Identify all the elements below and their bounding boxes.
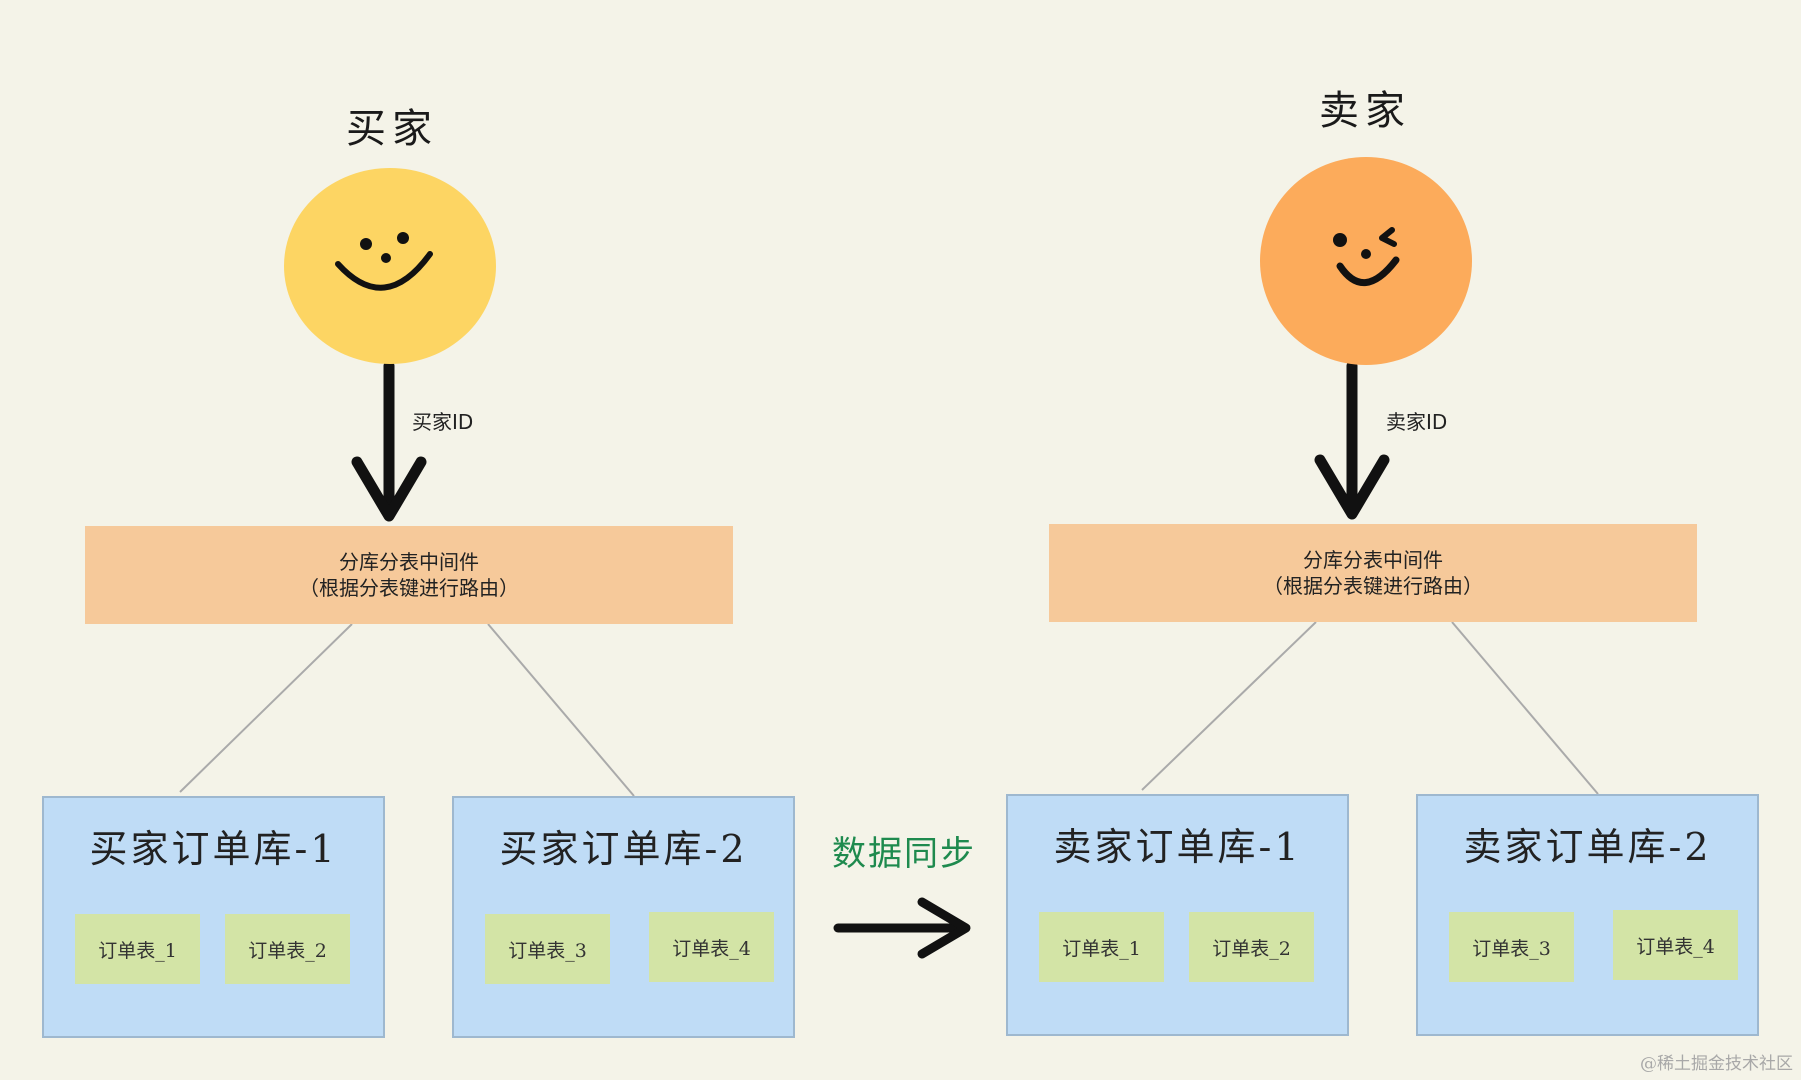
buyer-middleware-line1: 分库分表中间件 [339, 550, 479, 574]
table-chip: 订单表_4 [649, 912, 774, 982]
db-title: 买家订单库-2 [499, 827, 748, 871]
buyer-down-arrow-head [351, 456, 427, 522]
seller-connector-1 [1141, 621, 1317, 791]
table-chip: 订单表_3 [485, 914, 610, 984]
buyer-face [284, 168, 496, 364]
sync-label: 数据同步 [832, 834, 976, 874]
db-title: 卖家订单库-2 [1463, 825, 1712, 869]
table-chip: 订单表_3 [1449, 912, 1574, 982]
seller-db-2: 卖家订单库-2 订单表_3 订单表_4 [1416, 794, 1759, 1036]
table-chip: 订单表_2 [225, 914, 350, 984]
buyer-title: 买家 [346, 106, 438, 152]
seller-db-1: 卖家订单库-1 订单表_1 订单表_2 [1006, 794, 1349, 1036]
seller-arrow-label: 卖家ID [1386, 410, 1448, 434]
buyer-db-1: 买家订单库-1 订单表_1 订单表_2 [42, 796, 385, 1038]
seller-middleware-line2: （根据分表键进行路由） [1263, 574, 1483, 598]
buyer-connector-1 [179, 623, 353, 793]
table-chip: 订单表_2 [1189, 912, 1314, 982]
table-chip: 订单表_4 [1613, 910, 1738, 980]
buyer-middleware-line2: （根据分表键进行路由） [299, 576, 519, 600]
db-title: 买家订单库-1 [89, 827, 338, 871]
seller-face [1260, 157, 1472, 365]
table-chip: 订单表_1 [1039, 912, 1164, 982]
table-chip: 订单表_1 [75, 914, 200, 984]
seller-middleware-box: 分库分表中间件 （根据分表键进行路由） [1049, 524, 1697, 622]
sync-arrow-head [917, 897, 971, 959]
db-title: 卖家订单库-1 [1053, 825, 1302, 869]
seller-winking-face-icon [1260, 157, 1472, 365]
buyer-smiley-icon [284, 168, 496, 364]
buyer-middleware-box: 分库分表中间件 （根据分表键进行路由） [85, 526, 733, 624]
buyer-arrow-label: 买家ID [412, 410, 474, 434]
watermark: @稀土掘金技术社区 [1640, 1054, 1793, 1074]
buyer-connector-2 [487, 623, 635, 797]
seller-title: 卖家 [1319, 88, 1411, 134]
buyer-db-2: 买家订单库-2 订单表_3 订单表_4 [452, 796, 795, 1038]
seller-down-arrow-head [1314, 454, 1390, 520]
seller-connector-2 [1451, 621, 1599, 795]
seller-middleware-line1: 分库分表中间件 [1303, 548, 1443, 572]
